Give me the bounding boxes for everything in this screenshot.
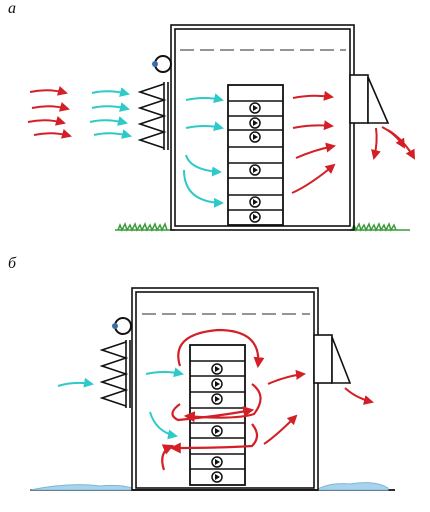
intake-louver (137, 82, 169, 150)
inside-cool-air-arrows-b (145, 367, 184, 440)
intake-louver-b (99, 340, 131, 408)
exhaust-air-arrow-b (344, 387, 374, 405)
building-b (131, 287, 319, 491)
panel-b-label: б (8, 255, 17, 272)
axial-fan-icon-b (211, 363, 223, 483)
fan-rack-a (227, 84, 284, 226)
exhaust-air-arrows (371, 126, 415, 160)
panel-a-label: а (8, 0, 16, 17)
axial-fan-icon (249, 102, 261, 223)
inside-warm-air-arrows-b (263, 369, 306, 445)
building-a (170, 24, 355, 231)
ground-grass (115, 222, 410, 232)
inside-warm-air-arrows (291, 90, 336, 194)
panel-a (27, 24, 415, 232)
exhaust-hood-b (313, 334, 352, 384)
outside-cool-air-arrow-b (57, 377, 94, 388)
round-sensor-icon-b (112, 317, 132, 335)
exhaust-hood (349, 74, 390, 124)
outside-warm-air-arrows (27, 86, 72, 139)
recirculation-warm-air-arrows (161, 328, 265, 471)
outside-cool-air-arrows (89, 87, 132, 139)
round-sensor-icon (152, 55, 172, 73)
panel-b (29, 287, 395, 491)
inside-cool-air-arrows (183, 93, 224, 208)
